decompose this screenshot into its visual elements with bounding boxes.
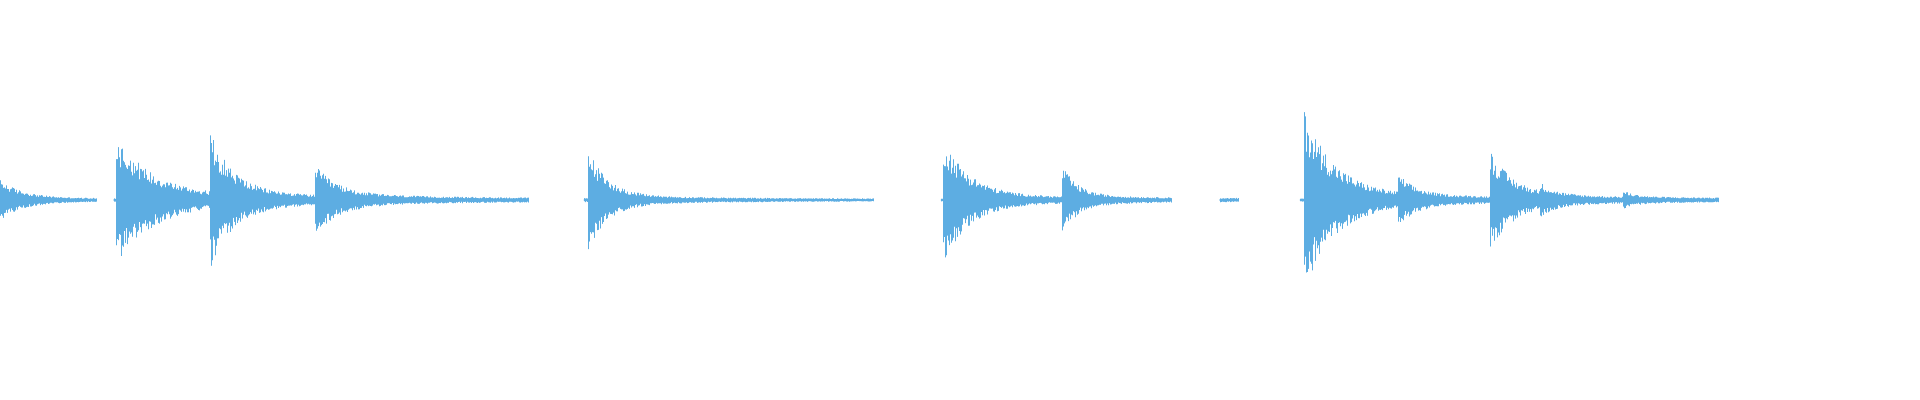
waveform-trace xyxy=(0,112,1719,273)
